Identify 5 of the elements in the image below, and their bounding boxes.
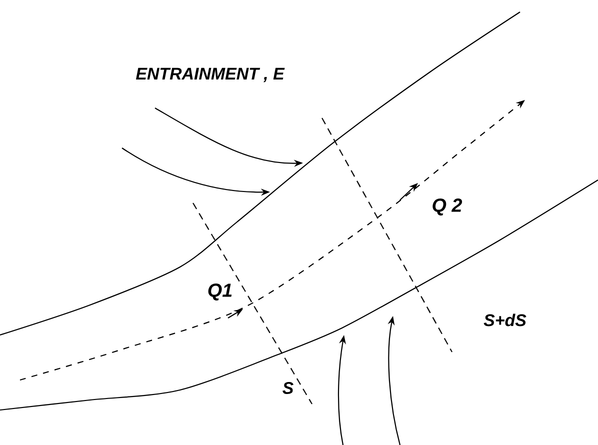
label: Q1 — [208, 284, 232, 300]
label: S — [282, 382, 294, 394]
label: S+dS — [484, 314, 526, 326]
label: ENTRAINMENT , E — [136, 68, 285, 82]
label: Q 2 — [432, 198, 462, 216]
